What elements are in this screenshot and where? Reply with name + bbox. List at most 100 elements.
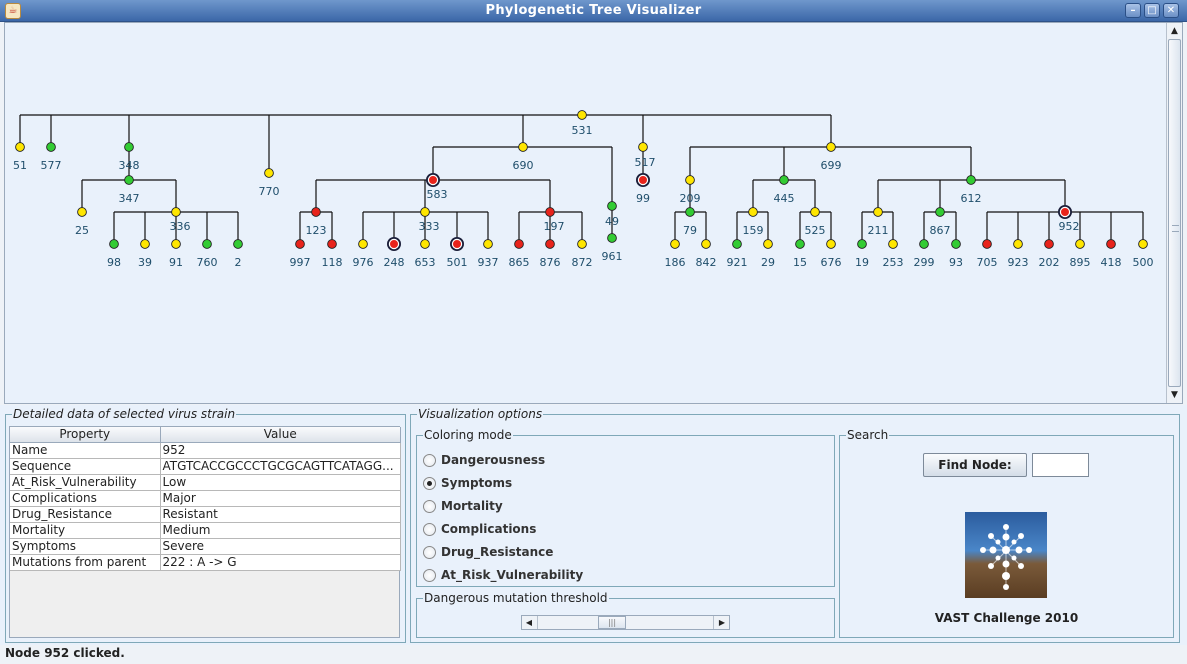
value-cell[interactable]: ATGTCACCGCCCTGCGCAGTTCATAGG... [160, 458, 401, 475]
tree-node-653[interactable] [420, 239, 430, 249]
property-cell[interactable]: Sequence [10, 458, 161, 475]
value-cell[interactable]: Severe [160, 538, 401, 555]
tree-node-159[interactable] [748, 207, 758, 217]
tree-node-202[interactable] [1044, 239, 1054, 249]
tree-node-867[interactable] [935, 207, 945, 217]
coloring-option-symptoms[interactable]: Symptoms [423, 475, 512, 491]
slider-left-icon[interactable]: ◀ [525, 618, 533, 627]
property-cell[interactable]: Mutations from parent [10, 554, 161, 571]
property-cell[interactable]: Symptoms [10, 538, 161, 555]
coloring-option-dangerousness[interactable]: Dangerousness [423, 452, 545, 468]
tree-node-699[interactable] [826, 142, 836, 152]
tree-node-19[interactable] [857, 239, 867, 249]
coloring-option-complications[interactable]: Complications [423, 521, 536, 537]
tree-node-29[interactable] [763, 239, 773, 249]
tree-node-612[interactable] [966, 175, 976, 185]
tree-node-333[interactable] [420, 207, 430, 217]
tree-node-577[interactable] [46, 142, 56, 152]
tree-node-895[interactable] [1075, 239, 1085, 249]
tree-node-98[interactable] [109, 239, 119, 249]
tree-node-876[interactable] [545, 239, 555, 249]
tree-node-209[interactable] [685, 175, 695, 185]
tree-node-872[interactable] [577, 239, 587, 249]
scroll-down-icon[interactable]: ▼ [1171, 390, 1178, 400]
tree-node-676[interactable] [826, 239, 836, 249]
tree-node-348[interactable] [124, 142, 134, 152]
tree-node-842[interactable] [701, 239, 711, 249]
tree-node-2[interactable] [233, 239, 243, 249]
minimize-icon[interactable]: – [1125, 3, 1141, 18]
coloring-option-mortality[interactable]: Mortality [423, 498, 503, 514]
tree-node-253[interactable] [888, 239, 898, 249]
slider-track[interactable]: ||| [537, 616, 714, 629]
tree-node-197[interactable] [545, 207, 555, 217]
radio-button[interactable] [423, 453, 436, 467]
tree-node-531[interactable] [577, 110, 587, 120]
scroll-up-icon[interactable]: ▲ [1171, 26, 1178, 36]
tree-node-25[interactable] [77, 207, 87, 217]
tree-node-186[interactable] [670, 239, 680, 249]
value-cell[interactable]: 952 [160, 442, 401, 459]
slider-right-icon[interactable]: ▶ [718, 618, 726, 627]
property-cell[interactable]: Name [10, 442, 161, 459]
tree-vertical-scrollbar[interactable]: ▲ ▼ [1166, 23, 1182, 403]
tree-node-248[interactable] [388, 238, 400, 250]
column-header-value[interactable]: Value [160, 427, 401, 443]
tree-node-123[interactable] [311, 207, 321, 217]
radio-button[interactable] [423, 522, 436, 536]
tree-node-51[interactable] [15, 142, 25, 152]
tree-node-99[interactable] [637, 174, 649, 186]
radio-button[interactable] [423, 568, 436, 582]
tree-node-976[interactable] [358, 239, 368, 249]
tree-node-770[interactable] [264, 168, 274, 178]
tree-node-952[interactable] [1059, 206, 1071, 218]
tree-node-961[interactable] [607, 233, 617, 243]
tree-node-921[interactable] [732, 239, 742, 249]
tree-node-211[interactable] [873, 207, 883, 217]
value-cell[interactable]: Major [160, 490, 401, 507]
coloring-option-drug_resistance[interactable]: Drug_Resistance [423, 544, 553, 560]
radio-button[interactable] [423, 476, 436, 490]
tree-node-997[interactable] [295, 239, 305, 249]
tree-node-923[interactable] [1013, 239, 1023, 249]
tree-node-865[interactable] [514, 239, 524, 249]
coloring-option-at_risk_vulnerability[interactable]: At_Risk_Vulnerability [423, 567, 583, 583]
find-node-input[interactable] [1032, 453, 1089, 477]
value-cell[interactable]: Medium [160, 522, 401, 539]
tree-node-690[interactable] [518, 142, 528, 152]
tree-node-336[interactable] [171, 207, 181, 217]
tree-node-91[interactable] [171, 239, 181, 249]
slider-knob[interactable]: ||| [598, 616, 626, 629]
value-cell[interactable]: 222 : A -> G [160, 554, 401, 571]
tree-node-445[interactable] [779, 175, 789, 185]
tree-node-583[interactable] [427, 174, 439, 186]
value-cell[interactable]: Low [160, 474, 401, 491]
tree-node-118[interactable] [327, 239, 337, 249]
tree-node-501[interactable] [451, 238, 463, 250]
column-header-property[interactable]: Property [10, 427, 161, 443]
property-cell[interactable]: Drug_Resistance [10, 506, 161, 523]
tree-node-418[interactable] [1106, 239, 1116, 249]
tree-node-49[interactable] [607, 201, 617, 211]
tree-node-525[interactable] [810, 207, 820, 217]
tree-node-500[interactable] [1138, 239, 1148, 249]
tree-node-760[interactable] [202, 239, 212, 249]
radio-button[interactable] [423, 545, 436, 559]
close-icon[interactable]: ✕ [1163, 3, 1179, 18]
tree-node-517[interactable] [638, 142, 648, 152]
property-cell[interactable]: At_Risk_Vulnerability [10, 474, 161, 491]
find-node-button[interactable]: Find Node: [923, 453, 1027, 477]
scroll-thumb[interactable] [1168, 39, 1181, 387]
threshold-slider[interactable]: ◀ ||| ▶ [521, 615, 730, 630]
tree-node-79[interactable] [685, 207, 695, 217]
radio-button[interactable] [423, 499, 436, 513]
tree-node-39[interactable] [140, 239, 150, 249]
